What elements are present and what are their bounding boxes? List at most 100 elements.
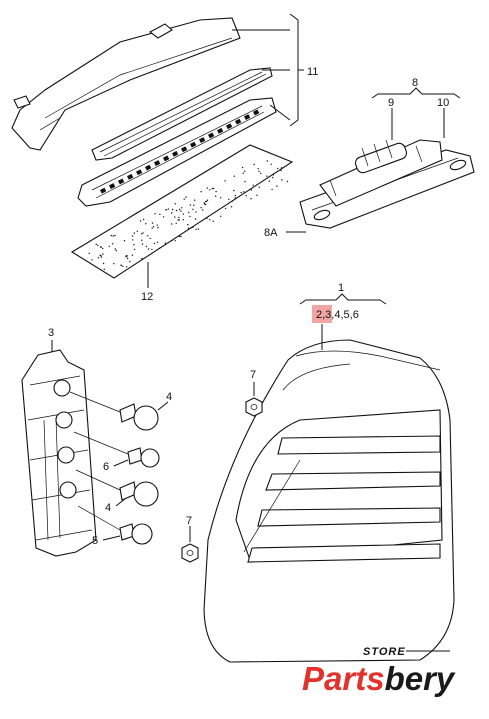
led-segment (171, 150, 179, 157)
gasket-speck (187, 223, 189, 226)
gasket-speck (132, 239, 134, 241)
gasket-speck (111, 243, 114, 245)
gasket-speck (145, 223, 147, 225)
gasket-speck (141, 243, 144, 245)
gasket-speck (260, 172, 262, 175)
bracket-1 (299, 293, 387, 305)
gasket-speck (271, 176, 274, 179)
gasket-speck (114, 234, 116, 237)
gasket-speck (190, 227, 193, 229)
gasket-speck (110, 234, 113, 237)
gasket-speck (193, 204, 195, 206)
callout-6: 6 (103, 461, 109, 473)
callout-3: 3 (48, 327, 54, 339)
gasket-speck (215, 190, 217, 193)
callout-11: 11 (307, 66, 318, 78)
led-segment (154, 160, 161, 166)
led-segment (226, 123, 233, 130)
gasket-speck (91, 259, 93, 261)
gasket-speck (120, 264, 122, 267)
gasket-speck (151, 222, 154, 224)
gasket-speck (245, 195, 247, 197)
gasket-speck (203, 202, 205, 204)
gasket-speck (151, 227, 153, 229)
gasket-speck (97, 257, 100, 259)
led-segment (243, 114, 251, 120)
callout-9: 9 (388, 97, 394, 109)
led-segment (208, 132, 215, 139)
gasket-speck (224, 207, 227, 210)
gasket-speck (257, 168, 259, 170)
gasket-speck (228, 198, 230, 201)
gasket-speck (203, 203, 206, 205)
led-segment (109, 183, 116, 189)
gasket-speck (180, 210, 182, 212)
bulb-small (77, 505, 153, 545)
callout-1: 1 (338, 282, 344, 294)
gasket-speck (100, 256, 103, 258)
brake-light-grille (91, 67, 273, 161)
led-segment (136, 169, 143, 176)
gasket-speck (165, 209, 168, 211)
gasket-speck (95, 243, 97, 245)
gasket-speck (182, 219, 184, 221)
gasket-speck (241, 166, 244, 169)
gasket-speck (233, 175, 235, 177)
gasket-speck (126, 266, 128, 268)
gasket-speck (205, 200, 207, 203)
gasket-speck (147, 235, 149, 237)
gasket-speck (88, 252, 91, 254)
gasket-speck (136, 230, 138, 232)
gasket-speck (213, 187, 215, 190)
gasket-speck (97, 244, 99, 247)
bulb-middle (73, 431, 160, 468)
gasket-speck (192, 226, 194, 228)
gasket-speck (147, 248, 150, 250)
gasket-speck (280, 167, 283, 169)
gasket-speck (258, 170, 260, 173)
gasket-speck (123, 240, 126, 242)
gasket-speck (126, 257, 129, 260)
gasket-speck (243, 191, 245, 193)
nut-lower (181, 543, 199, 563)
gasket-speck (182, 213, 184, 215)
callout-8: 8 (412, 77, 418, 89)
gasket-speck (250, 189, 253, 191)
gasket-speck (233, 189, 235, 192)
gasket-speck (134, 248, 136, 251)
gasket-speck (108, 245, 111, 247)
gasket-speck (193, 199, 196, 201)
gasket-speck (131, 254, 134, 256)
gasket-speck (270, 163, 272, 165)
gasket-speck (189, 204, 192, 206)
gasket-speck (125, 255, 128, 257)
gasket-speck (206, 217, 208, 219)
gasket-speck (131, 235, 134, 237)
gasket-speck (183, 198, 185, 200)
gasket-speck (171, 223, 173, 225)
gasket-speck (240, 191, 242, 194)
callout-8a: 8A (264, 227, 278, 239)
led-segment (216, 127, 224, 134)
gasket-speck (142, 232, 144, 234)
led-segment (145, 164, 152, 171)
gasket-speck (113, 263, 115, 265)
gasket-speck (149, 237, 151, 240)
watermark-brand-part2: bery (385, 660, 456, 697)
callout-2-3-4-5-6: 2,3,4,5,6 (316, 309, 359, 321)
gasket-speck (243, 170, 246, 172)
gasket-speck (180, 235, 182, 238)
gasket-speck (200, 207, 202, 209)
gasket-speck (276, 185, 278, 187)
gasket-speck (220, 215, 222, 217)
gasket-speck (211, 187, 214, 190)
gasket-speck (272, 174, 275, 176)
gasket-speck (102, 247, 104, 250)
gasket-speck (271, 188, 273, 191)
gasket-speck (153, 242, 156, 245)
gasket-speck (133, 244, 135, 246)
led-segment (234, 118, 242, 125)
gasket-speck (231, 200, 234, 202)
watermark-store: STORE (363, 646, 406, 658)
license-plate-light (299, 139, 475, 229)
